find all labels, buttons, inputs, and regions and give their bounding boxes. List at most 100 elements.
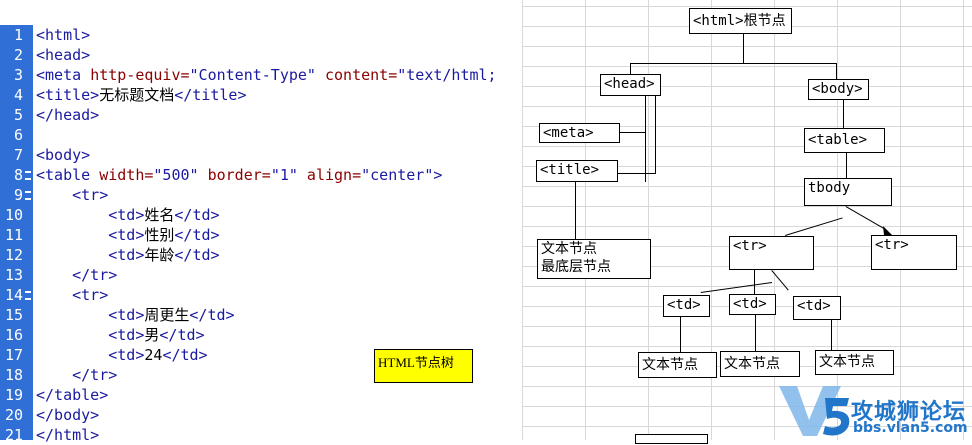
tree-node-meta: <meta>	[539, 123, 620, 143]
line-number: 1	[13, 26, 23, 44]
code-line[interactable]: </tr>	[36, 365, 117, 385]
code-token: 周更生	[144, 306, 190, 324]
code-token: <table	[36, 166, 100, 184]
code-token: <tr>	[36, 186, 109, 204]
code-line[interactable]: <tr>	[36, 285, 108, 305]
code-token: <title>	[36, 86, 100, 104]
line-number: 4	[13, 86, 23, 104]
code-line[interactable]: <html>	[36, 25, 90, 45]
watermark-logo	[775, 378, 972, 440]
code-token: width=	[99, 166, 154, 184]
code-token: 男	[144, 326, 160, 344]
code-token: </title>	[174, 86, 247, 104]
code-token: <td>	[36, 226, 145, 244]
code-token: <meta	[36, 66, 91, 84]
code-token: </td>	[174, 226, 220, 244]
code-line[interactable]: <body>	[36, 145, 90, 165]
code-line[interactable]: <td>24</td>	[36, 345, 208, 365]
code-token: 性别	[144, 226, 175, 244]
fold-marker-icon[interactable]	[25, 291, 31, 300]
tree-node-head: <head>	[600, 74, 661, 96]
line-number: 5	[13, 106, 23, 124]
code-token: 姓名	[144, 206, 175, 224]
arrow-head-icon	[883, 226, 893, 236]
code-token: </tr>	[36, 366, 118, 384]
code-line[interactable]: </head>	[36, 105, 99, 125]
cut-off-box	[635, 434, 708, 444]
text-leaf-line2: 最底层节点	[541, 259, 611, 275]
code-line[interactable]: </body>	[36, 405, 99, 425]
tree-node-text-1: 文本节点	[638, 352, 717, 378]
line-number: 8	[13, 166, 23, 184]
fold-marker-icon[interactable]	[25, 191, 31, 200]
line-number: 9	[13, 186, 23, 204]
line-number: 13	[4, 266, 23, 284]
tree-node-title: <title>	[536, 160, 618, 182]
code-token: <html>	[36, 26, 91, 44]
code-token: </td>	[189, 306, 235, 324]
code-token: </td>	[174, 206, 220, 224]
tree-node-tr-2: <tr>	[871, 235, 957, 270]
fold-marker-icon[interactable]	[25, 171, 31, 180]
code-token: http-equiv=	[90, 66, 190, 84]
v5-logo-icon	[779, 386, 850, 436]
code-token: <tr>	[36, 286, 109, 304]
code-line[interactable]: <td>年龄</td>	[36, 245, 220, 265]
code-line[interactable]: <td>姓名</td>	[36, 205, 220, 225]
tree-node-html-root: <html>根节点	[689, 8, 792, 34]
code-line[interactable]: <meta http-equiv="Content-Type" content=…	[36, 65, 497, 85]
code-token: <td>	[36, 346, 145, 364]
line-number: 19	[4, 386, 23, 404]
tree-node-td-3: <td>	[793, 296, 841, 320]
code-token: <head>	[36, 46, 91, 64]
code-token: </table>	[36, 386, 109, 404]
tree-node-td-1: <td>	[663, 295, 710, 317]
text-leaf-line1: 文本节点	[541, 241, 597, 257]
watermark-brand: 攻城狮论坛	[851, 400, 967, 425]
line-number: 16	[4, 326, 23, 344]
code-line[interactable]: <td>周更生</td>	[36, 305, 235, 325]
code-line[interactable]: <head>	[36, 45, 90, 65]
code-token: 无标题文档	[99, 86, 175, 104]
code-token: content=	[315, 66, 398, 84]
line-number: 3	[13, 66, 23, 84]
line-number: 12	[4, 246, 23, 264]
code-token: 24	[144, 346, 163, 364]
code-token: </body>	[36, 406, 100, 424]
code-token: <td>	[36, 306, 145, 324]
tree-node-text-leaf: 文本节点 最底层节点	[537, 239, 651, 279]
line-number: 18	[4, 366, 23, 384]
tree-node-td-2: <td>	[729, 294, 776, 315]
line-number: 20	[4, 406, 23, 424]
code-line[interactable]: <td>性别</td>	[36, 225, 220, 245]
tree-node-tbody: tbody	[804, 178, 892, 206]
code-token: "center"	[361, 166, 434, 184]
code-token: "1"	[270, 166, 298, 184]
code-line[interactable]: </table>	[36, 385, 108, 405]
tree-node-text-2: 文本节点	[720, 351, 800, 377]
code-line[interactable]: <tr>	[36, 185, 108, 205]
code-token: <td>	[36, 206, 145, 224]
code-line[interactable]: <title>无标题文档</title>	[36, 85, 246, 105]
line-number: 6	[13, 126, 23, 144]
line-number: 10	[4, 206, 23, 224]
tree-node-body: <body>	[808, 79, 869, 100]
code-token: </html>	[36, 426, 100, 444]
code-line[interactable]: </html>	[36, 425, 99, 445]
code-token: <td>	[36, 326, 145, 344]
code-token: </td>	[174, 246, 220, 264]
code-token: align=	[297, 166, 362, 184]
diagram-caption: HTML节点树	[374, 349, 473, 383]
code-line[interactable]: <td>男</td>	[36, 325, 204, 345]
tree-node-table: <table>	[804, 128, 885, 153]
code-line[interactable]: <table width="500" border="1" align="cen…	[36, 165, 442, 185]
spreadsheet-grid	[522, 0, 972, 440]
code-line[interactable]: </tr>	[36, 265, 117, 285]
watermark-url: bbs.vlan5.com	[853, 420, 968, 436]
code-token: >	[433, 166, 443, 184]
code-token: </td>	[162, 346, 208, 364]
line-number: 7	[13, 146, 23, 164]
line-number: 11	[4, 226, 23, 244]
line-number: 14	[4, 286, 23, 304]
